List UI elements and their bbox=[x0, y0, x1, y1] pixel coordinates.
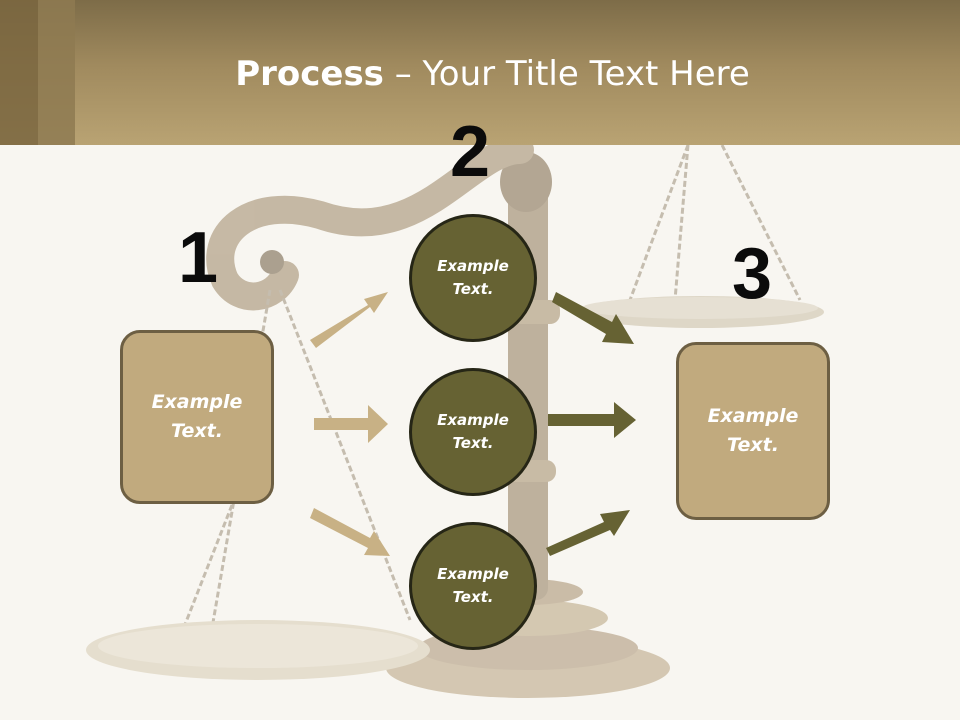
process-circle-top[interactable]: Example Text. bbox=[409, 214, 537, 342]
step-number-3: 3 bbox=[732, 234, 773, 314]
process-circle-middle[interactable]: Example Text. bbox=[409, 368, 537, 496]
process-circle-bottom[interactable]: Example Text. bbox=[409, 522, 537, 650]
title-rest: – Your Title Text Here bbox=[383, 54, 750, 94]
left-text-box[interactable]: Example Text. bbox=[120, 330, 274, 504]
accent-band-light bbox=[38, 0, 75, 145]
left-arrows bbox=[310, 292, 390, 556]
right-box-text: Example Text. bbox=[707, 405, 799, 456]
right-arrows bbox=[546, 292, 636, 556]
step-number-1: 1 bbox=[178, 218, 219, 298]
circle-text: Example Text. bbox=[437, 411, 509, 452]
right-text-box[interactable]: Example Text. bbox=[676, 342, 830, 520]
left-box-text: Example Text. bbox=[151, 391, 243, 442]
step-number-2: 2 bbox=[450, 112, 491, 192]
accent-band-dark bbox=[0, 0, 38, 145]
slide-title[interactable]: Process – Your Title Text Here bbox=[0, 52, 960, 96]
circle-text: Example Text. bbox=[437, 565, 509, 606]
title-bar: Process – Your Title Text Here bbox=[0, 0, 960, 145]
title-bold: Process bbox=[235, 54, 384, 94]
circle-text: Example Text. bbox=[437, 257, 509, 298]
